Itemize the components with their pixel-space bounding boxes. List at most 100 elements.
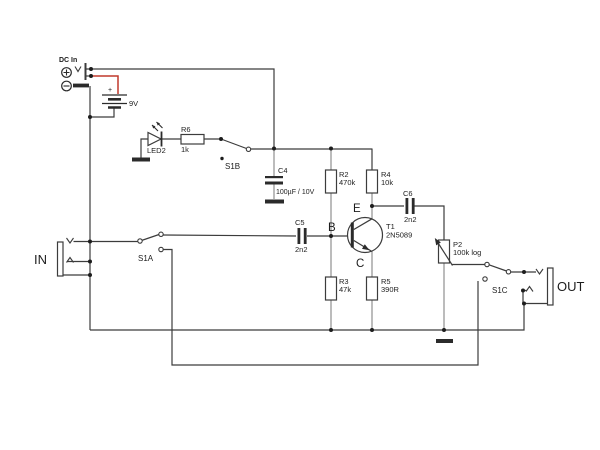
c6-ref-label: C6 (403, 189, 413, 198)
c4-ref-label: C4 (278, 166, 288, 175)
s1c-pole-contact (484, 261, 490, 268)
p2-arrowhead-icon (434, 238, 441, 246)
s1b-label: S1B (225, 162, 240, 171)
dc-in-label: DC In (59, 57, 77, 64)
s1c-throw-up-contact (505, 269, 512, 275)
dot-p2-gnd (442, 328, 446, 332)
c4-plate-bottom (265, 181, 283, 185)
r2-body (324, 169, 338, 194)
junction-dots (88, 67, 526, 332)
s1c-label: S1C (492, 286, 508, 295)
c6-value-label: 2n2 (404, 215, 417, 224)
ground-symbol-p2 (436, 339, 453, 343)
out-tip-contact-icon (535, 268, 544, 275)
in-tip-contact-icon (66, 237, 74, 244)
led2-ref-label: LED2 (147, 146, 166, 155)
c6-plate-left (405, 198, 409, 214)
wire-bypass (163, 248, 479, 366)
r3-body (324, 276, 338, 301)
wire-battery-return (90, 107, 115, 118)
wire-vplus-top (86, 68, 275, 149)
dc-tip-contact-icon (74, 66, 82, 73)
out-jack-body (546, 267, 554, 306)
r5-ref-label: R5 (381, 277, 391, 286)
dot-in-tip (88, 239, 92, 244)
wire-c5-run (162, 234, 331, 237)
transistor-base-bar (350, 222, 354, 248)
dot-out-tip (522, 270, 526, 274)
t1-pin-b-label: B (328, 222, 336, 234)
s1a-label: S1A (138, 254, 154, 263)
s1a-throw-up-contact (158, 231, 164, 238)
wire-supply-rail (250, 148, 373, 170)
r6-value-label: 1k (181, 145, 189, 154)
plus-glyph (63, 69, 70, 76)
p2-ref-label: P2 (453, 240, 462, 249)
dot-dc-tip (89, 67, 93, 71)
s1c-throw-down-contact (482, 276, 488, 282)
s1a-throw-down-contact (158, 246, 164, 253)
r4-body (365, 169, 379, 194)
transistor-circle (346, 216, 384, 254)
dot-s1b-pole (219, 137, 223, 141)
r4-value-label: 10k (381, 178, 393, 187)
r2-ref-label: R2 (339, 170, 349, 179)
p2-wiper-arrow (435, 240, 454, 266)
dot-base-node (329, 234, 333, 238)
r5-value-label: 390R (381, 285, 400, 294)
ground-symbol-led (132, 157, 150, 162)
led-arrowhead-1 (152, 125, 156, 129)
dot-out-ring (521, 288, 525, 293)
wire-out-ring-sleeve (522, 289, 548, 305)
wire-led-r6 (140, 138, 221, 158)
c5-plate-left (297, 228, 301, 244)
input-jack-label: IN (34, 252, 47, 267)
s1a-pole-contact (137, 238, 143, 244)
minus-terminal-bar (73, 83, 89, 88)
c4-value-label: 100µF / 10V (276, 189, 315, 196)
c5-plate-right (303, 228, 307, 244)
r3-value-label: 47k (339, 285, 351, 294)
t1-value-label: 2N5089 (386, 231, 412, 240)
input-jack: IN (34, 237, 74, 277)
dot-e-node (370, 204, 374, 208)
dot-in-ring (88, 259, 92, 264)
minus-terminal-icon (61, 80, 72, 92)
s1c-lever (488, 264, 507, 272)
c5-value-label: 2n2 (295, 245, 308, 254)
r3-ref-label: R3 (339, 277, 349, 286)
s1a-lever (141, 233, 160, 242)
t1-pin-e-label: E (353, 203, 361, 215)
dot-vplus-c4 (272, 146, 276, 151)
wire-set (63, 68, 548, 366)
r4-ref-label: R4 (381, 170, 391, 179)
led-triangle-icon (147, 131, 163, 147)
led-arrowhead-2 (156, 122, 160, 126)
t1-pin-c-label: C (356, 258, 364, 270)
r6-ref-label: R6 (181, 125, 191, 134)
switch-contacts (137, 146, 512, 282)
r6-body (180, 133, 205, 145)
dot-in-sleeve (88, 273, 92, 277)
out-ring-contact-icon (525, 285, 534, 292)
wire-c6-run (372, 205, 445, 240)
t1-ref-label: T1 (386, 222, 395, 231)
c4-plate-top (265, 176, 283, 179)
resistor-bodies (180, 133, 379, 301)
battery-value-label: 9V (129, 99, 138, 108)
p2-value-label: 100k log (453, 248, 481, 257)
dot-r5-gnd (370, 328, 374, 332)
battery-short-plates (108, 98, 121, 109)
c6-plate-right (411, 198, 415, 214)
dc-input-connector: DC In (59, 57, 89, 92)
in-ring-contact-icon (66, 256, 74, 263)
dot-dc-ring (89, 74, 93, 78)
wire-battery-positive (91, 75, 119, 94)
transistor-arrow-icon (362, 244, 370, 251)
battery-long-plates (102, 94, 127, 105)
wire-ground-rail (90, 303, 525, 331)
transistor-t1: E B C T1 2N5089 (328, 203, 412, 270)
dot-r2-top (329, 146, 333, 151)
